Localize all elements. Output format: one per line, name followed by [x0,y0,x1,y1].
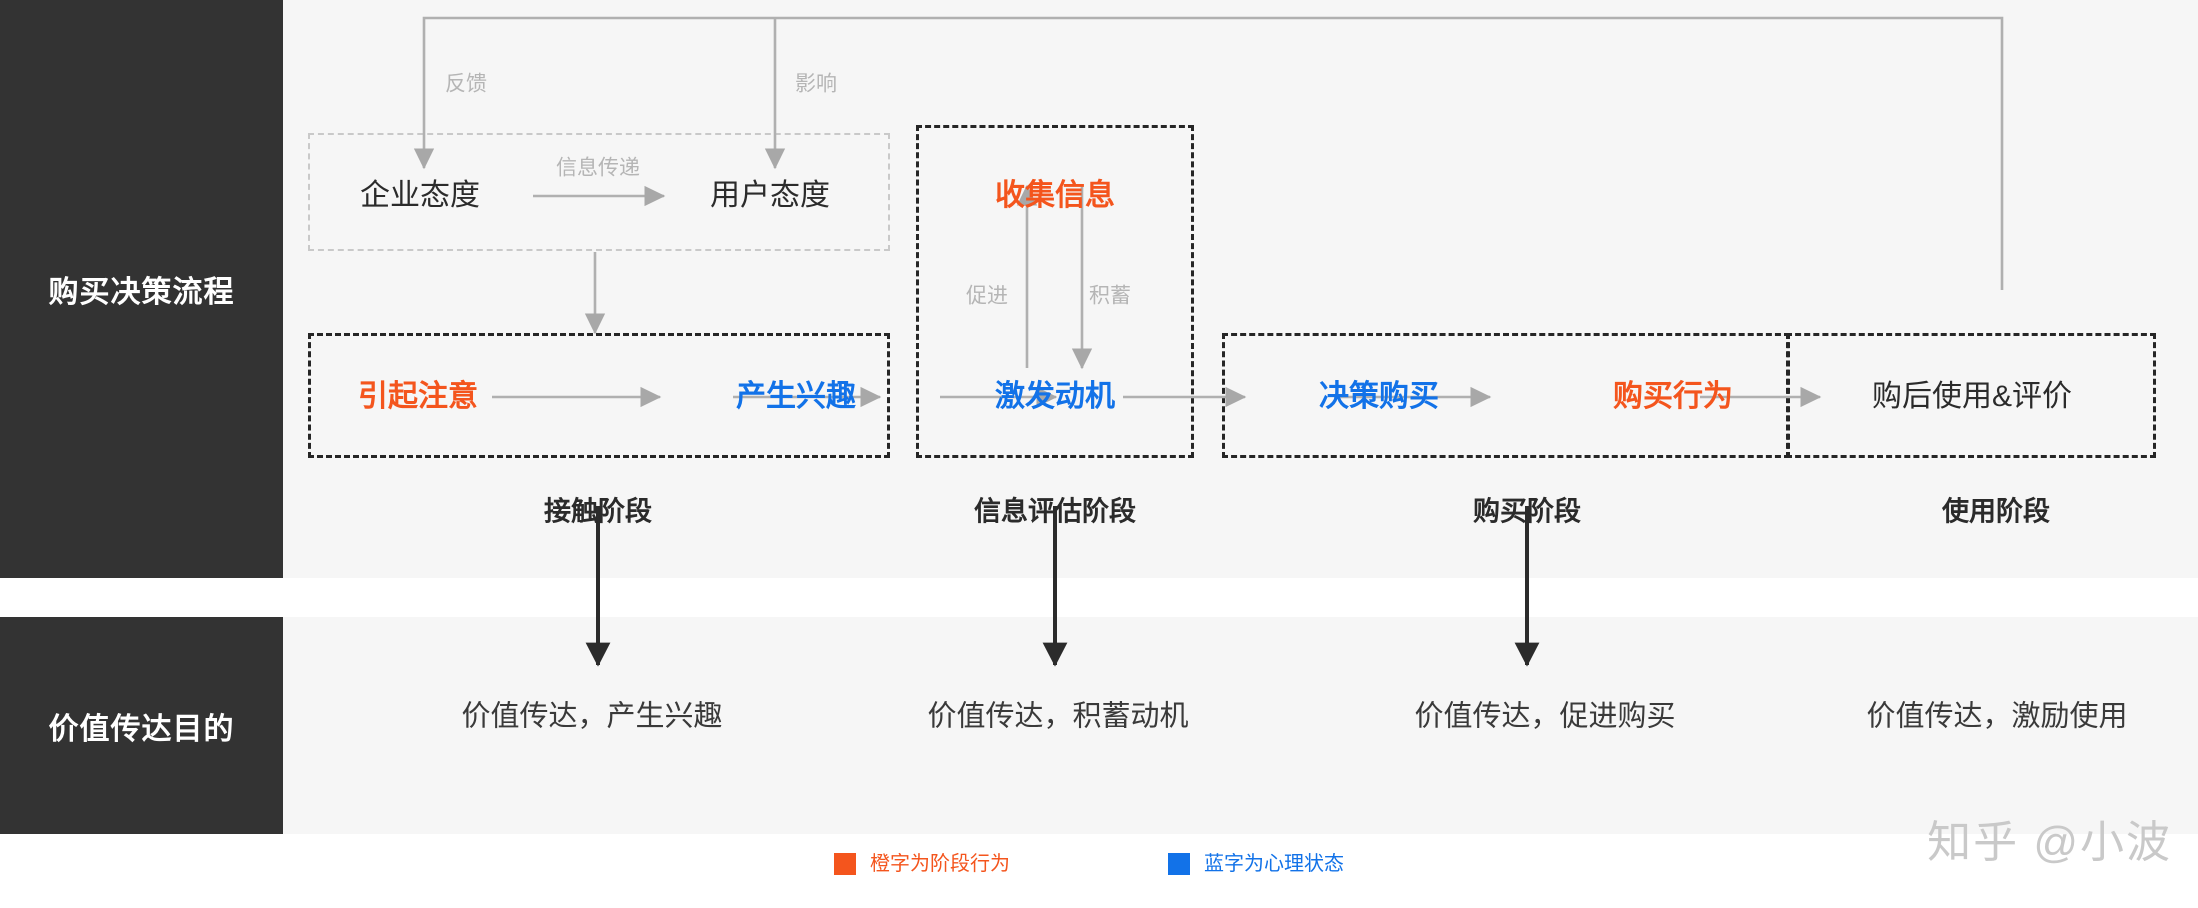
node-collect-information: 收集信息 [995,179,1115,212]
node-post-purchase-usage-review: 购后使用&评价 [1871,380,2073,413]
legend-swatch-orange [834,853,856,875]
legend-label-blue: 蓝字为心理状态 [1204,853,1344,875]
legend-item-orange: 橙字为阶段行为 [834,853,1010,875]
legend-swatch-blue [1168,853,1190,875]
stage-label-contact: 接触阶段 [544,496,652,527]
stage-label-evaluation: 信息评估阶段 [974,496,1136,527]
edge-label-accumulate: 积蓄 [1089,284,1131,308]
edge-label-information-transfer: 信息传递 [556,156,640,180]
watermark: 知乎 @小波 [1927,818,2172,867]
node-attract-attention: 引起注意 [358,380,478,413]
row-label-process-text: 购买决策流程 [48,276,235,309]
edge-label-promote: 促进 [966,284,1008,308]
node-user-attitude: 用户态度 [710,179,830,212]
node-enterprise-attitude: 企业态度 [360,179,480,212]
edge-label-feedback: 反馈 [445,72,487,96]
stage-box-contact [308,333,890,458]
purpose-text-purchase: 价值传达，促进购买 [1414,700,1676,733]
purpose-band [0,617,2198,834]
node-generate-interest: 产生兴趣 [736,380,856,413]
purpose-text-contact: 价值传达，产生兴趣 [461,700,723,733]
legend-item-blue: 蓝字为心理状态 [1168,853,1344,875]
node-stimulate-motivation: 激发动机 [995,380,1115,413]
stage-label-usage: 使用阶段 [1942,496,2050,527]
row-label-purpose-text: 价值传达目的 [48,712,235,746]
edge-label-influence: 影响 [795,72,837,96]
stage-label-purchase: 购买阶段 [1473,496,1581,527]
purpose-text-usage: 价值传达，激励使用 [1866,700,2128,733]
node-purchase-behavior: 购买行为 [1613,380,1733,413]
node-decide-purchase: 决策购买 [1319,380,1439,413]
legend-label-orange: 橙字为阶段行为 [870,853,1010,875]
purpose-text-evaluation: 价值传达，积蓄动机 [927,700,1189,733]
stage-box-usage [1786,333,2156,458]
row-label-process: 购买决策流程 [0,0,283,578]
row-label-purpose: 价值传达目的 [0,617,283,834]
